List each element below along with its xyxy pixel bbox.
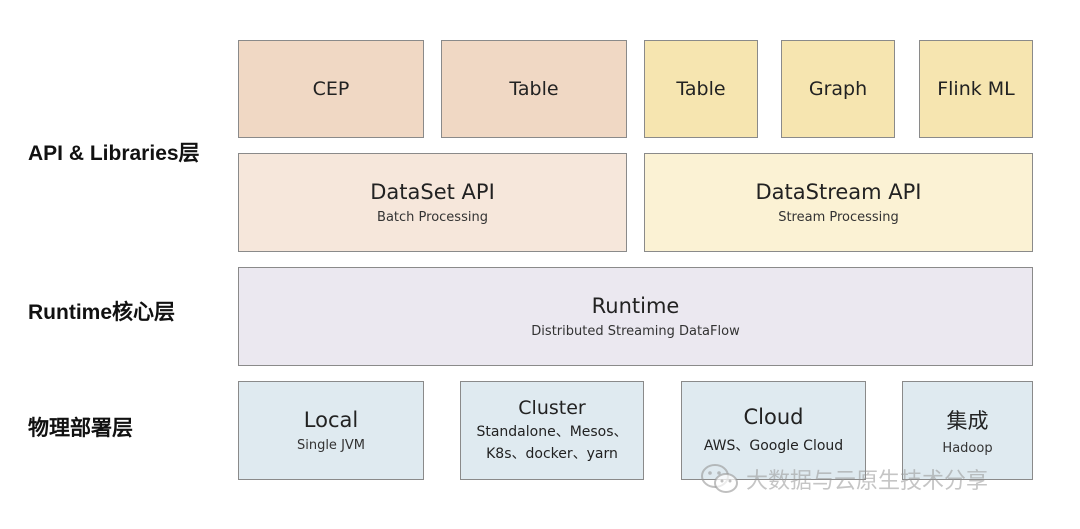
deploy-local-title: Local <box>303 408 359 432</box>
dataset-api-subtitle: Batch Processing <box>377 210 488 225</box>
deploy-cloud-box: Cloud AWS、Google Cloud <box>681 381 866 480</box>
runtime-subtitle: Distributed Streaming DataFlow <box>531 324 740 339</box>
deploy-cluster-line-1: Standalone、Mesos、 <box>476 423 628 440</box>
datastream-api-title: DataStream API <box>755 180 922 204</box>
layer-label-deployment: 物理部署层 <box>28 417 133 440</box>
library-table-stream-label: Table <box>676 78 726 100</box>
layer-label-api-libraries: API & Libraries层 <box>28 142 200 165</box>
deploy-cluster-box: Cluster Standalone、Mesos、 K8s、docker、yar… <box>460 381 644 480</box>
library-table-stream: Table <box>644 40 758 138</box>
library-table-batch: Table <box>441 40 627 138</box>
layer-label-runtime: Runtime核心层 <box>28 301 175 324</box>
watermark: 大数据与云原生技术分享 <box>700 462 988 496</box>
deploy-cloud-line: AWS、Google Cloud <box>703 437 844 454</box>
library-cep-label: CEP <box>312 78 350 100</box>
deploy-integration-title: 集成 <box>946 409 989 433</box>
wechat-icon <box>701 464 738 493</box>
library-graph-label: Graph <box>808 78 868 100</box>
library-graph: Graph <box>781 40 895 138</box>
datastream-api-box: DataStream API Stream Processing <box>644 153 1033 252</box>
dataset-api-box: DataSet API Batch Processing <box>238 153 627 252</box>
library-flink-ml: Flink ML <box>919 40 1033 138</box>
deploy-cluster-line-2: K8s、docker、yarn <box>486 445 618 462</box>
datastream-api-subtitle: Stream Processing <box>778 210 899 225</box>
deploy-integration-box: 集成 Hadoop <box>902 381 1033 480</box>
deploy-cluster-title: Cluster <box>518 396 586 419</box>
library-table-batch-label: Table <box>509 78 559 100</box>
deploy-integration-line: Hadoop <box>942 441 993 456</box>
deploy-local-box: Local Single JVM <box>238 381 424 480</box>
runtime-box: Runtime Distributed Streaming DataFlow <box>238 267 1033 366</box>
deploy-cloud-title: Cloud <box>743 404 804 429</box>
runtime-title: Runtime <box>591 294 680 318</box>
library-flink-ml-label: Flink ML <box>937 78 1015 100</box>
library-cep: CEP <box>238 40 424 138</box>
dataset-api-title: DataSet API <box>370 180 495 204</box>
watermark-text: 大数据与云原生技术分享 <box>746 469 989 494</box>
deploy-local-line: Single JVM <box>296 438 366 453</box>
